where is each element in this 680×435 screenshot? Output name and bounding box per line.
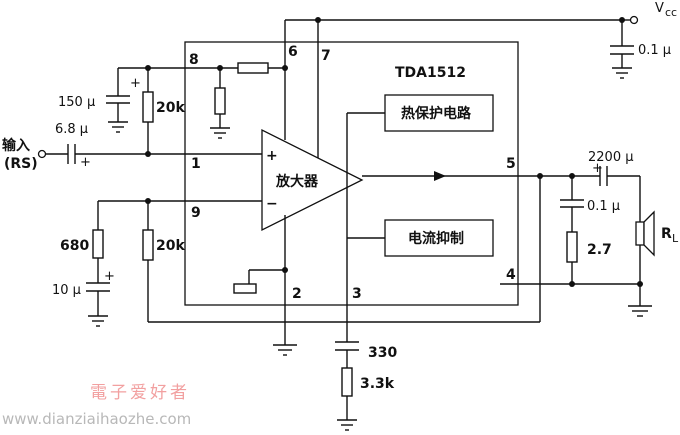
pin-2-label: 2 [292, 286, 302, 302]
protection-bus [335, 112, 385, 431]
pin2-ground [233, 215, 297, 356]
vcc-cap-label: 0.1 μ [638, 43, 671, 58]
ground-rail [500, 245, 652, 317]
pin8-ground-resistor [214, 87, 226, 115]
c330-label: 330 [368, 345, 397, 361]
r-snubber-label: 2.7 [587, 242, 612, 258]
c150-polarity: + [130, 76, 141, 91]
vcc-terminal [629, 15, 639, 25]
input-terminal [37, 149, 47, 159]
ic-outline [184, 41, 519, 306]
internal-reference-block [233, 283, 257, 294]
c10-polarity: + [104, 269, 115, 284]
r680-label: 680 [60, 238, 89, 254]
input-source-label: (RS) [4, 156, 38, 172]
amp-label: 放大器 [275, 173, 319, 190]
vcc-decoupling-cap [610, 20, 634, 79]
load-label: R [661, 226, 672, 242]
feedback-network [86, 176, 541, 327]
c-out-label: 2200 μ [588, 150, 634, 165]
c10-label: 10 μ [52, 283, 81, 298]
c150-label: 150 μ [58, 95, 95, 110]
c-snubber-label: 0.1 μ [587, 199, 620, 214]
input-section [37, 144, 262, 164]
r20k-bottom-label: 20k [156, 238, 185, 254]
pin8-network [106, 62, 288, 154]
current-limit-block [384, 219, 494, 257]
pin-8-label: 8 [189, 52, 199, 68]
r20k-top-label: 20k [156, 100, 185, 116]
pin-4-label: 4 [506, 267, 516, 283]
input-cap-label: 6.8 μ [55, 122, 88, 137]
speaker-icon [635, 210, 655, 257]
r3k3 [341, 367, 353, 397]
amp-plus-sign: + [266, 148, 278, 164]
vcc-label-sub: cc [665, 6, 677, 19]
thermal-block-label: 热保护电路 [401, 105, 472, 122]
pin-7-label: 7 [321, 48, 331, 64]
input-cap-polarity: + [80, 155, 91, 170]
r-snubber [566, 231, 578, 263]
pin-3-label: 3 [352, 286, 362, 302]
pin8-series-resistor [237, 62, 269, 74]
load-label-sub: L [672, 232, 679, 245]
amplifier-triangle [261, 128, 364, 232]
c-out-polarity: + [592, 161, 603, 176]
ic-name: TDA1512 [395, 65, 466, 81]
vcc-bus [284, 15, 639, 160]
vcc-label: V [655, 1, 664, 16]
thermal-protection-block [384, 94, 494, 132]
pin-6-label: 6 [288, 44, 298, 60]
zobel-network [560, 176, 584, 284]
r680 [92, 229, 104, 259]
r20k-top [142, 91, 154, 123]
r3k3-label: 3.3k [360, 376, 395, 392]
amp-minus-sign: − [266, 196, 278, 212]
watermark-cn: 電子爱好者 [90, 383, 190, 403]
r20k-bottom [142, 229, 154, 261]
pin-9-label: 9 [191, 205, 201, 221]
pin-1-label: 1 [191, 156, 201, 172]
current-limit-label: 电流抑制 [408, 230, 464, 247]
watermark-url: www.dianziaihaozhe.com [2, 410, 191, 428]
pin-5-label: 5 [506, 156, 516, 172]
input-label: 输入 [2, 137, 30, 154]
